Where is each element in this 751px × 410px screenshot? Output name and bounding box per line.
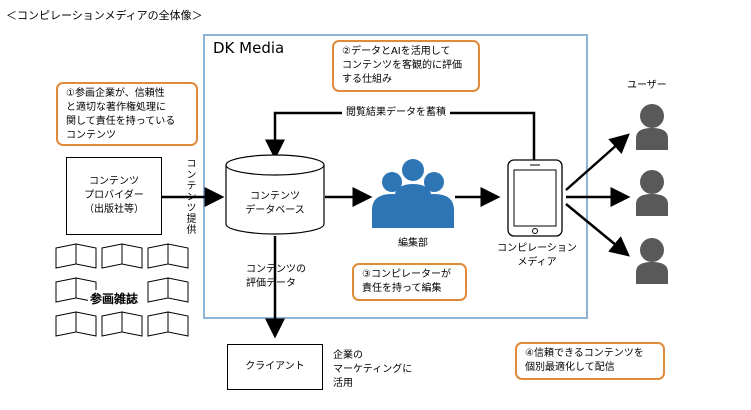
note-4-line: ④信頼できるコンテンツを (525, 348, 644, 359)
provider-line: プロバイダー (84, 190, 144, 201)
editorial-team-icon (372, 159, 454, 228)
page-title: ＜コンピレーションメディアの全体像＞ (6, 9, 203, 22)
client-use-line: 企業の (333, 350, 363, 361)
note-1-line: と適切な著作権処理に (66, 102, 166, 113)
client-use-line: 活用 (333, 378, 353, 389)
client-box: クライアント (227, 344, 323, 390)
note-4-box: ④信頼できるコンテンツを 個別最適化して配信 (515, 342, 665, 380)
database-line: データベース (245, 205, 305, 216)
editorial-label: 編集部 (398, 238, 428, 249)
note-3-line: 責任を持って編集 (362, 283, 442, 294)
accumulate-data-label: 閲覧結果データを蓄積 (342, 106, 450, 120)
eval-line: コンテンツの (246, 264, 306, 275)
device-to-user-3-arrow (565, 203, 630, 257)
book-icon (101, 243, 143, 269)
user-2-icon (636, 170, 668, 216)
eval-line: 評価データ (246, 278, 296, 289)
device-label: コンピレーション メディア (490, 242, 584, 270)
book-icon (147, 311, 189, 337)
tablet-device-icon (507, 159, 563, 237)
evaluation-data-label: コンテンツの 評価データ (246, 263, 306, 291)
book-icon (147, 243, 189, 269)
provider-line: コンテンツ (89, 176, 139, 187)
dk-media-frame (203, 34, 588, 319)
client-use-line: マーケティングに (333, 364, 413, 375)
provider-line: （出版社等） (84, 204, 144, 215)
client-usage-text: 企業の マーケティングに 活用 (333, 349, 412, 391)
feedback-arrow (265, 111, 536, 160)
book-icon (147, 277, 189, 303)
note-3-box: ③コンピレーターが 責任を持って編集 (352, 263, 467, 301)
database-cylinder-icon (225, 154, 325, 235)
user-1-icon (636, 104, 668, 150)
database-label: コンテンツ データベース (226, 190, 324, 218)
content-provide-label: コンテンツ提供 (184, 158, 195, 235)
note-1-line: 関して責任を持っている (66, 116, 176, 127)
note-1-box: ①参画企業が、信頼性 と適切な著作権処理に 関して責任を持っている コンテンツ (56, 82, 198, 146)
note-4-line: 個別最適化して配信 (525, 362, 615, 373)
book-icon (55, 311, 97, 337)
user-3-icon (636, 238, 668, 284)
database-line: コンテンツ (250, 191, 300, 202)
client-label: クライアント (245, 361, 305, 372)
book-icon (101, 311, 143, 337)
device-line: メディア (517, 257, 557, 268)
content-provider-box: コンテンツ プロバイダー （出版社等） (66, 157, 162, 235)
device-line: コンピレーション (497, 243, 577, 254)
book-icon (55, 243, 97, 269)
note-3-line: ③コンピレーターが (362, 269, 451, 280)
note-2-box: ②データとAIを活用して コンテンツを客観的に評価 する仕組み (332, 40, 480, 92)
users-label: ユーザー (627, 80, 667, 91)
note-1-line: コンテンツ (66, 130, 116, 141)
note-2-line: する仕組み (342, 74, 392, 85)
magazines-label: 参画雑誌 (88, 290, 141, 307)
dk-media-label: DK Media (213, 39, 285, 57)
device-to-user-1-arrow (565, 133, 630, 191)
note-2-line: コンテンツを客観的に評価 (342, 60, 462, 71)
note-2-line: ②データとAIを活用して (342, 46, 451, 57)
note-1-line: ①参画企業が、信頼性 (66, 88, 165, 99)
